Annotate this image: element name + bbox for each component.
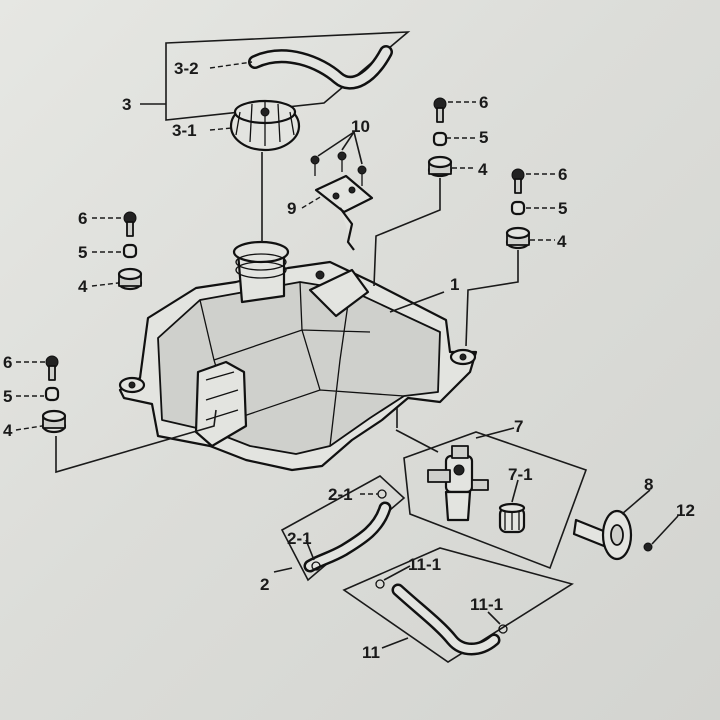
callout-7-1: 7-1 — [508, 465, 533, 484]
mount-hardware-top-center — [427, 97, 453, 178]
callout-11-1-upper: 11-1 — [408, 555, 441, 574]
hose-group-2-outline — [280, 475, 406, 582]
callout-6-top: 6 — [479, 93, 488, 112]
callout-2: 2 — [260, 575, 269, 594]
callout-3-1: 3-1 — [172, 121, 197, 140]
fuel-tank-1 — [118, 240, 478, 472]
leader-lines — [15, 61, 679, 649]
callout-3: 3 — [122, 95, 131, 114]
fuel-valve-7 — [427, 445, 489, 522]
callout-4-left-upper: 4 — [78, 277, 88, 296]
callout-6-left-lower: 6 — [3, 353, 12, 372]
callout-4-left-lower: 4 — [3, 421, 13, 440]
fuel-hose-2 — [303, 489, 392, 573]
callout-1: 1 — [450, 275, 459, 294]
callout-4-top: 4 — [478, 160, 488, 179]
callout-11-1-lower: 11-1 — [470, 595, 503, 614]
fuel-hose-11 — [375, 579, 508, 656]
callout-labels: 3-2 3 3-1 10 9 1 6 5 4 6 5 4 6 5 4 6 5 4… — [3, 59, 695, 662]
callout-5-top: 5 — [479, 128, 488, 147]
fuel-sender-8 — [572, 509, 633, 561]
screw-12 — [643, 542, 653, 552]
callout-10: 10 — [351, 117, 370, 136]
hose-group-11-outline — [342, 547, 574, 663]
cap-group-outline — [165, 31, 411, 121]
callout-6-right: 6 — [558, 165, 567, 184]
callout-3-2: 3-2 — [174, 59, 199, 78]
callout-5-right: 5 — [558, 199, 567, 218]
vent-hose-3-2 — [248, 45, 393, 90]
callout-11: 11 — [362, 643, 380, 662]
callout-12: 12 — [676, 501, 695, 520]
callout-9: 9 — [287, 199, 296, 218]
valve-group-outline — [403, 431, 588, 570]
callout-7: 7 — [514, 417, 523, 436]
callout-5-left-upper: 5 — [78, 243, 87, 262]
callout-8: 8 — [644, 475, 653, 494]
fuel-cap-3-1 — [229, 99, 301, 152]
screws-10 — [310, 151, 367, 186]
mount-hardware-left-lower — [41, 355, 67, 434]
bracket-9 — [314, 174, 374, 251]
mount-hardware-right — [505, 168, 531, 250]
callout-4-right: 4 — [557, 232, 567, 251]
callout-2-1-lower: 2-1 — [287, 529, 312, 548]
callout-2-1-upper: 2-1 — [328, 485, 353, 504]
filter-7-1 — [498, 502, 526, 534]
callout-6-left-upper: 6 — [78, 209, 87, 228]
callout-5-left-lower: 5 — [3, 387, 12, 406]
mount-hardware-left-upper — [117, 211, 143, 291]
